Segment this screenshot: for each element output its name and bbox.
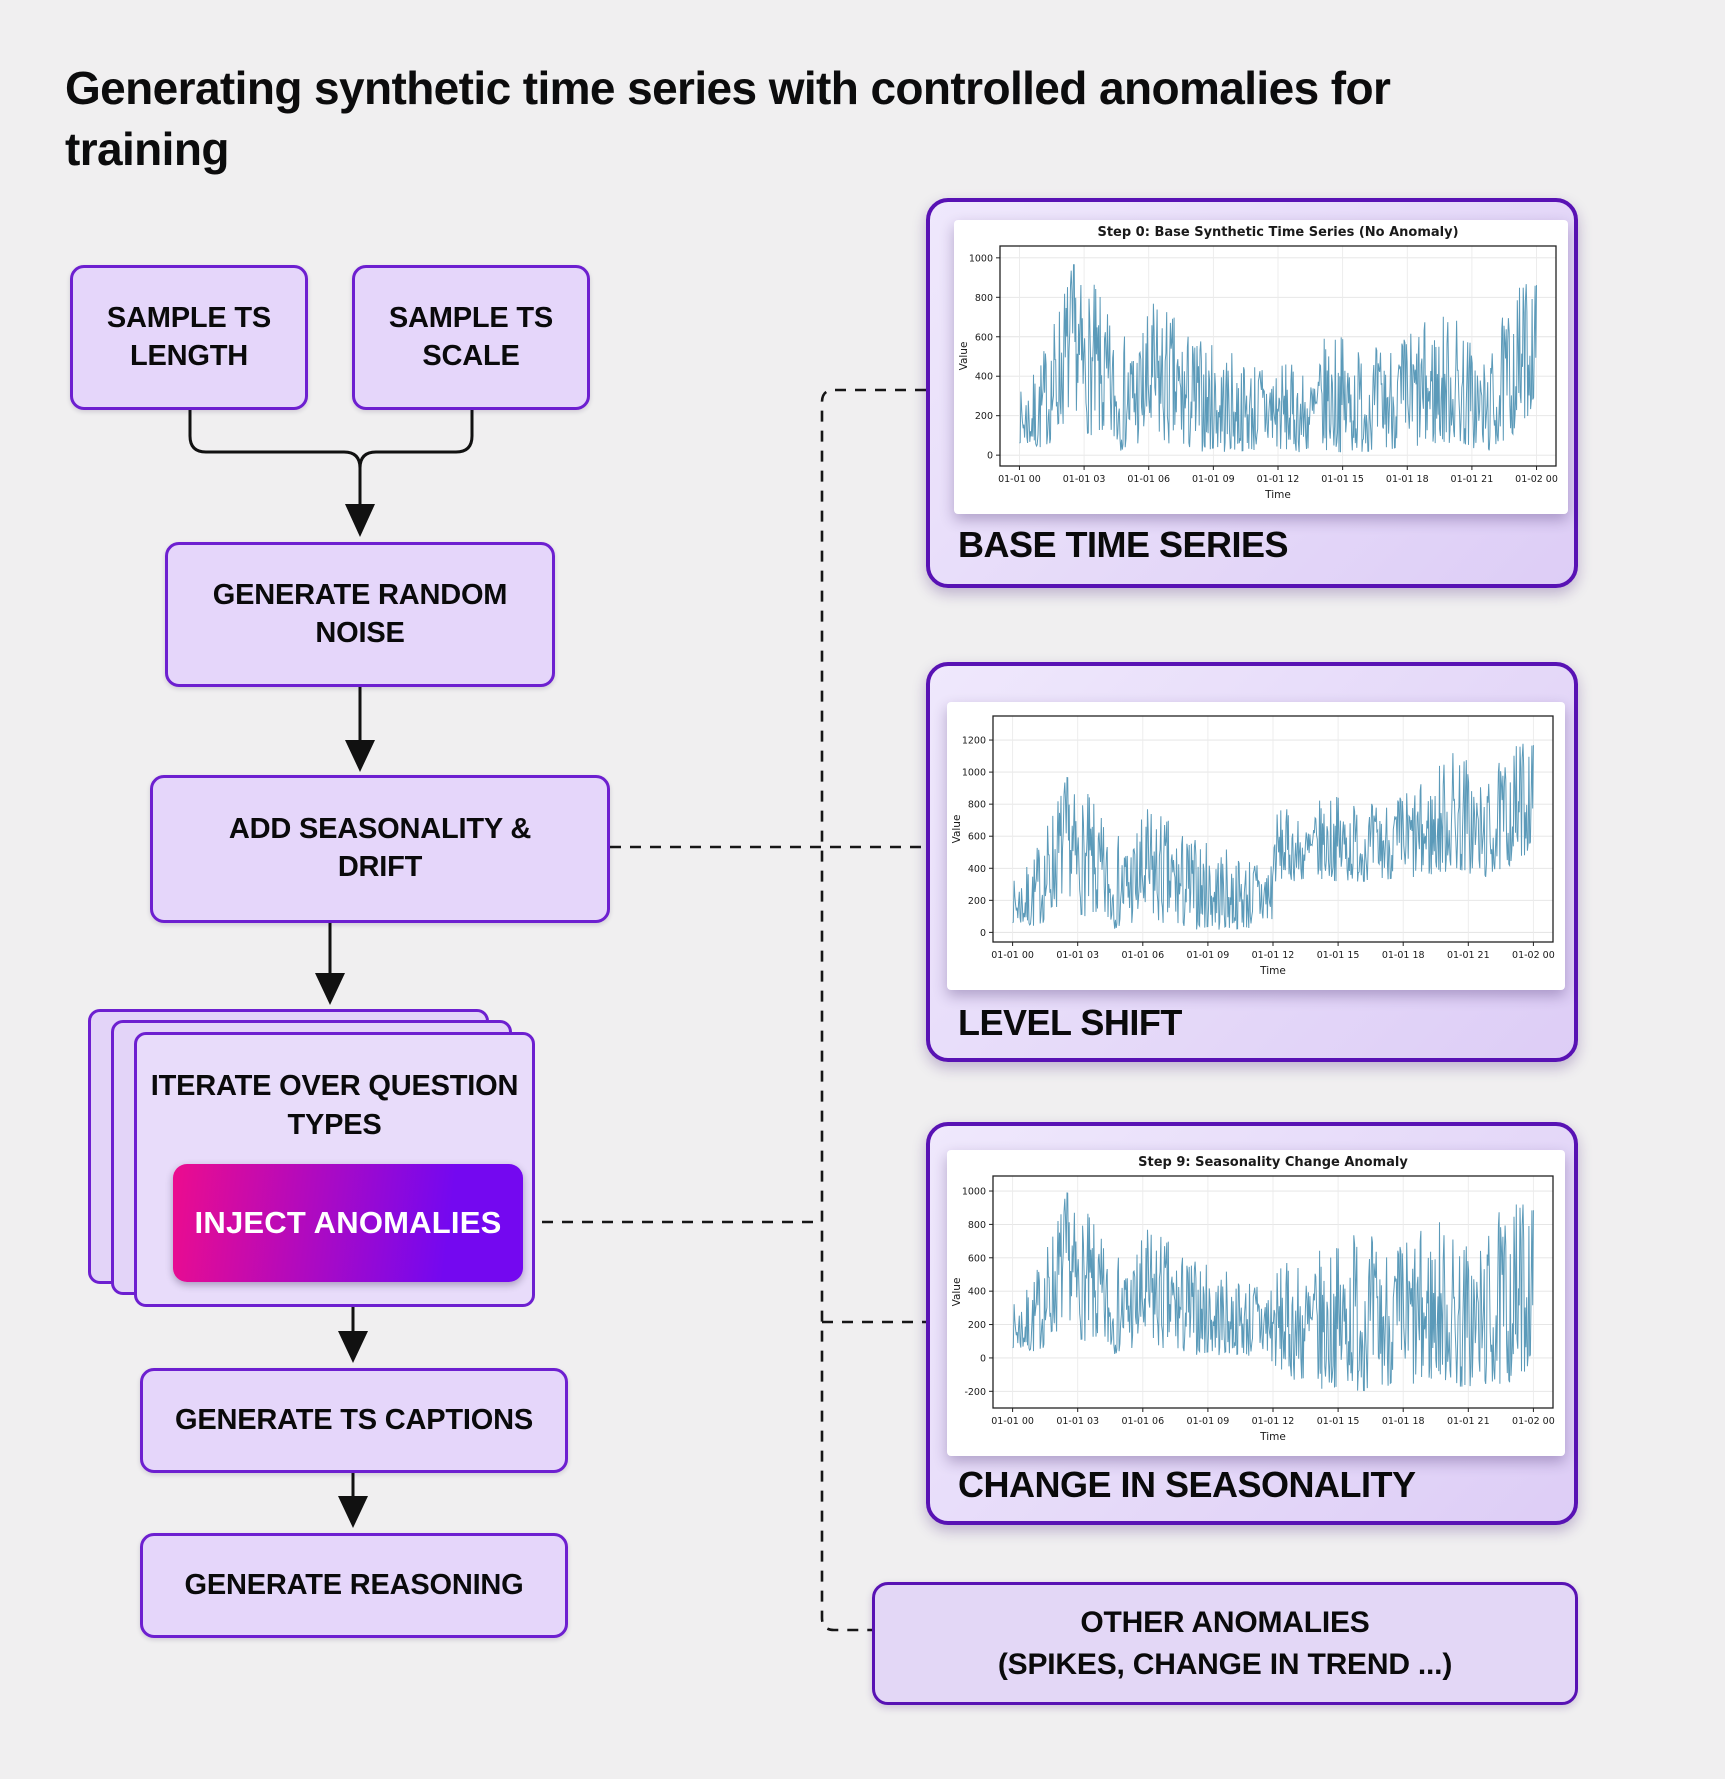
example-card-base-time-series: 0 200 400 600 800 1000 01-01 00 01-01 03 01-01 0…	[926, 198, 1578, 588]
svg-text:01-01 15: 01-01 15	[1321, 474, 1364, 485]
svg-text:01-01 12: 01-01 12	[1252, 950, 1295, 961]
svg-text:1000: 1000	[969, 253, 993, 264]
flow-box-sample-ts-scale: SAMPLE TS SCALE	[352, 265, 590, 410]
svg-text:Step 0: Base Synthetic Time Se: Step 0: Base Synthetic Time Series (No A…	[1097, 225, 1458, 240]
svg-text:600: 600	[968, 832, 986, 843]
svg-text:01-01 21: 01-01 21	[1447, 950, 1490, 961]
svg-text:Value: Value	[958, 342, 970, 371]
svg-text:Time: Time	[1264, 489, 1291, 501]
arrowhead-to-noise	[345, 504, 375, 537]
svg-text:01-01 21: 01-01 21	[1447, 1416, 1490, 1427]
svg-text:-200: -200	[964, 1387, 986, 1398]
page-title: Generating synthetic time series with co…	[65, 62, 1391, 176]
svg-text:400: 400	[968, 1287, 986, 1298]
example-card-level-shift: 0 200 400 600 800 1000 1200 01-01 00 01-01 03 01-…	[926, 662, 1578, 1062]
svg-text:01-01 09: 01-01 09	[1192, 474, 1235, 485]
chart-panel: 0 200 400 600 800 1000 1200 01-01 00 01-01 03 01-…	[947, 702, 1565, 990]
flow-box-label: GENERATE RANDOM NOISE	[212, 578, 508, 649]
flow-box-generate-ts-captions: GENERATE TS CAPTIONS	[140, 1368, 568, 1473]
svg-text:1200: 1200	[962, 736, 986, 747]
svg-text:200: 200	[975, 411, 993, 422]
chart-base-time-series: 0 200 400 600 800 1000 01-01 00 01-01 03 01-01 0…	[958, 225, 1558, 501]
connector-merge-right	[358, 410, 474, 469]
flow-box-label: SAMPLE TS LENGTH	[106, 301, 272, 372]
svg-text:01-01 09: 01-01 09	[1187, 1416, 1230, 1427]
svg-text:800: 800	[968, 800, 986, 811]
dashed-trunk-to-base-and-other	[820, 388, 926, 1632]
flow-box-label: SAMPLE TS SCALE	[388, 301, 554, 372]
svg-text:600: 600	[968, 1253, 986, 1264]
svg-text:01-01 00: 01-01 00	[991, 1416, 1034, 1427]
svg-text:01-01 00: 01-01 00	[991, 950, 1034, 961]
svg-text:Step 9: Seasonality Change Ano: Step 9: Seasonality Change Anomaly	[1138, 1155, 1408, 1170]
svg-text:01-01 18: 01-01 18	[1382, 950, 1425, 961]
flow-box-label: GENERATE TS CAPTIONS	[175, 1403, 533, 1436]
arrowhead-to-captions	[338, 1331, 368, 1363]
example-card-other-anomalies: OTHER ANOMALIES (SPIKES, CHANGE IN TREND…	[872, 1582, 1578, 1705]
svg-text:1000: 1000	[962, 1187, 986, 1198]
svg-text:01-01 03: 01-01 03	[1063, 474, 1106, 485]
svg-text:400: 400	[975, 372, 993, 383]
flow-box-generate-reasoning: GENERATE REASONING	[140, 1533, 568, 1638]
flow-box-add-seasonality-drift: ADD SEASONALITY & DRIFT	[150, 775, 610, 923]
svg-text:800: 800	[975, 293, 993, 304]
svg-text:01-01 06: 01-01 06	[1121, 1416, 1164, 1427]
iterate-label: ITERATE OVER QUESTION TYPES	[150, 1070, 519, 1142]
svg-text:200: 200	[968, 896, 986, 907]
svg-text:0: 0	[980, 928, 986, 939]
svg-text:Value: Value	[951, 1278, 963, 1307]
flow-box-sample-ts-length: SAMPLE TS LENGTH	[70, 265, 308, 410]
connector-merge-left	[188, 410, 362, 507]
other-anomalies-label: OTHER ANOMALIES (SPIKES, CHANGE IN TREND…	[997, 1605, 1453, 1681]
inject-anomalies-label: INJECT ANOMALIES	[194, 1205, 502, 1240]
chart-panel: 0 200 400 600 800 1000 01-01 00 01-01 03 01-01 0…	[954, 220, 1568, 514]
svg-text:0: 0	[987, 451, 993, 462]
svg-text:01-01 15: 01-01 15	[1317, 1416, 1360, 1427]
svg-text:1000: 1000	[962, 768, 986, 779]
svg-text:Value: Value	[951, 815, 963, 844]
svg-text:800: 800	[968, 1220, 986, 1231]
svg-text:400: 400	[968, 864, 986, 875]
inject-anomalies-button: INJECT ANOMALIES	[173, 1164, 523, 1282]
chart-seasonality-change: -200 0 200 400 600 800 1000 01-01 00 01-01 03 01-…	[951, 1155, 1555, 1443]
svg-text:Time: Time	[1259, 1431, 1286, 1443]
svg-text:01-02 00: 01-02 00	[1515, 474, 1558, 485]
svg-text:01-01 18: 01-01 18	[1386, 474, 1429, 485]
svg-text:Time: Time	[1259, 965, 1286, 977]
svg-text:01-01 06: 01-01 06	[1127, 474, 1170, 485]
svg-text:01-01 12: 01-01 12	[1257, 474, 1300, 485]
svg-text:01-02 00: 01-02 00	[1512, 950, 1555, 961]
svg-text:01-02 00: 01-02 00	[1512, 1416, 1555, 1427]
svg-text:01-01 00: 01-01 00	[998, 474, 1041, 485]
svg-text:01-01 03: 01-01 03	[1056, 950, 1099, 961]
svg-text:01-01 18: 01-01 18	[1382, 1416, 1425, 1427]
flow-box-label: ADD SEASONALITY & DRIFT	[228, 813, 532, 883]
example-card-change-in-seasonality: -200 0 200 400 600 800 1000 01-01 00 01-01 03 01-…	[926, 1122, 1578, 1525]
svg-text:01-01 03: 01-01 03	[1056, 1416, 1099, 1427]
svg-text:01-01 15: 01-01 15	[1317, 950, 1360, 961]
svg-text:0: 0	[980, 1353, 986, 1364]
svg-text:600: 600	[975, 332, 993, 343]
arrowhead-to-reasoning	[338, 1496, 368, 1528]
card-label: CHANGE IN SEASONALITY	[958, 1464, 1416, 1505]
svg-text:200: 200	[968, 1320, 986, 1331]
svg-text:01-01 06: 01-01 06	[1121, 950, 1164, 961]
iterate-card-front: ITERATE OVER QUESTION TYPES INJECT ANOMA…	[134, 1032, 535, 1307]
arrowhead-to-iterate	[315, 973, 345, 1005]
svg-text:01-01 21: 01-01 21	[1451, 474, 1494, 485]
card-label: LEVEL SHIFT	[958, 1002, 1182, 1043]
svg-text:01-01 12: 01-01 12	[1252, 1416, 1295, 1427]
chart-level-shift: 0 200 400 600 800 1000 1200 01-01 00 01-01 03 01-…	[951, 715, 1555, 977]
flow-box-label: GENERATE REASONING	[184, 1568, 524, 1601]
arrowhead-to-seasonality	[345, 740, 375, 772]
card-label: BASE TIME SERIES	[958, 524, 1289, 565]
chart-panel: -200 0 200 400 600 800 1000 01-01 00 01-01 03 01-…	[947, 1150, 1565, 1456]
svg-text:01-01 09: 01-01 09	[1187, 950, 1230, 961]
flow-box-generate-random-noise: GENERATE RANDOM NOISE	[165, 542, 555, 687]
